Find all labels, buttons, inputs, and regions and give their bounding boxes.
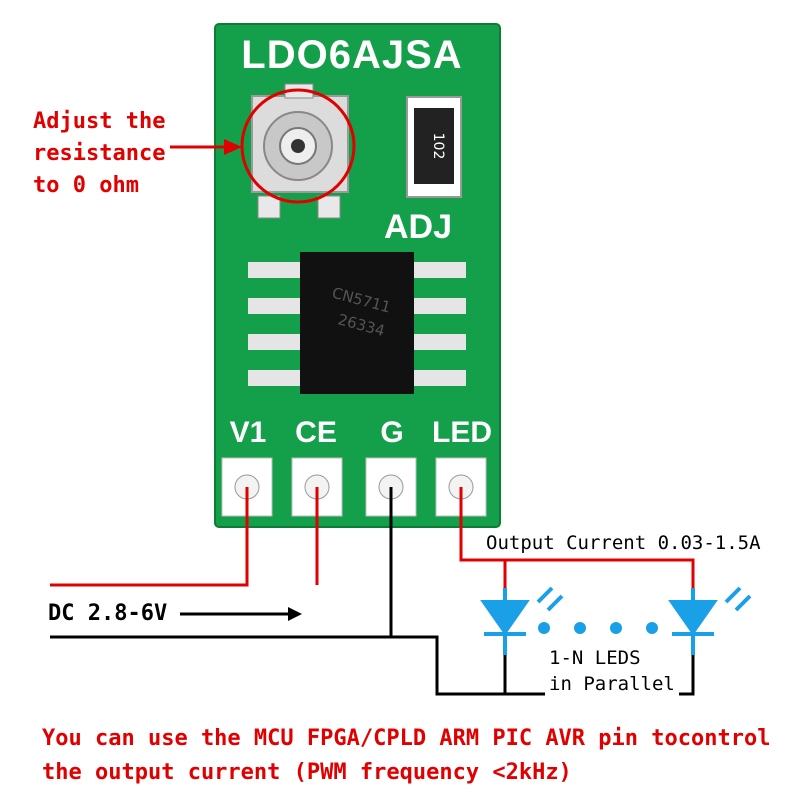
adjust-line-3: to 0 ohm bbox=[33, 173, 139, 198]
resistor-code: 102 bbox=[430, 133, 446, 160]
footer-note: You can use the MCU FPGA/CPLD ARM PIC AV… bbox=[42, 722, 770, 790]
led-right bbox=[668, 586, 752, 655]
board-model-label: LDO6AJSA bbox=[241, 33, 462, 77]
pin-label-ce: CE bbox=[295, 416, 337, 449]
pin-label-g: G bbox=[380, 416, 403, 449]
highlight-circle bbox=[240, 88, 356, 204]
led-ellipsis bbox=[538, 622, 658, 634]
pin-label-v1: V1 bbox=[230, 416, 267, 449]
leds-line-1: 1-N LEDS bbox=[549, 647, 641, 669]
output-current-label: Output Current 0.03-1.5A bbox=[486, 532, 761, 554]
potentiometer bbox=[240, 83, 356, 219]
ic-chip: CN5711 26334 bbox=[248, 252, 466, 394]
adjust-line-1: Adjust the bbox=[33, 109, 166, 134]
footer-line-2: the output current (PWM frequency <2kHz) bbox=[42, 760, 572, 785]
wire-v1 bbox=[50, 487, 249, 587]
wire-ground-return bbox=[391, 635, 695, 696]
pin-pads bbox=[221, 457, 487, 517]
adjust-note: Adjust the resistance to 0 ohm bbox=[33, 106, 165, 202]
adj-label: ADJ bbox=[384, 208, 452, 246]
adjust-line-2: resistance bbox=[33, 141, 166, 166]
leds-caption: 1-N LEDS in Parallel bbox=[545, 645, 679, 697]
leds-line-2: in Parallel bbox=[549, 673, 675, 695]
footer-line-1: You can use the MCU FPGA/CPLD ARM PIC AV… bbox=[42, 726, 771, 751]
pin-label-led: LED bbox=[432, 416, 492, 449]
resistor: 102 bbox=[406, 96, 462, 198]
wire-led bbox=[459, 487, 695, 588]
dc-input-label: DC 2.8-6V bbox=[48, 601, 168, 626]
led-left bbox=[480, 586, 564, 655]
